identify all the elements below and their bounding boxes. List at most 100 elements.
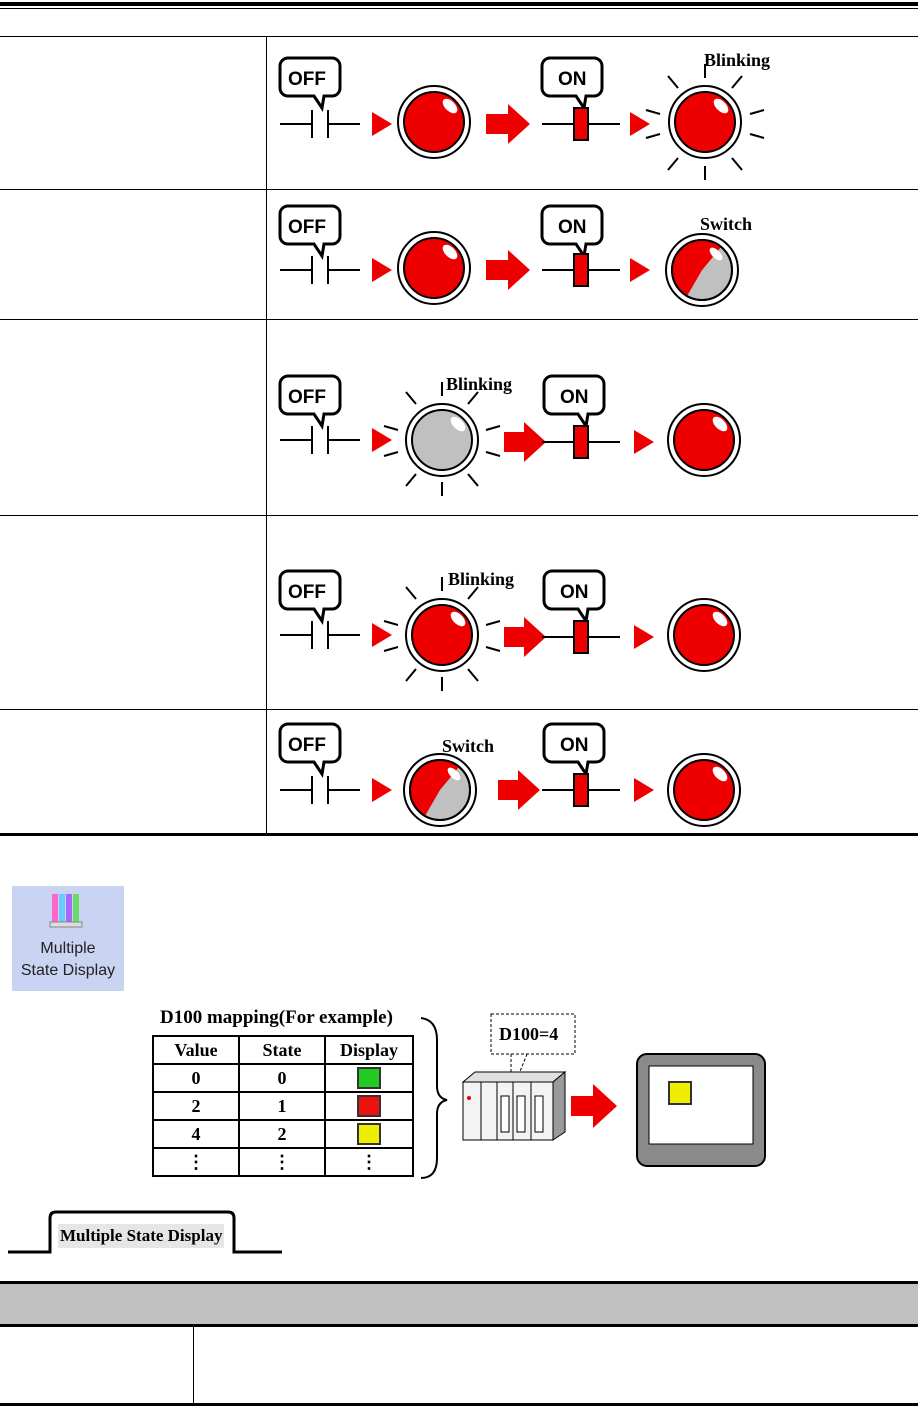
table-header-band — [0, 1284, 918, 1324]
on-bubble: ON — [540, 56, 604, 112]
cell-state: 1 — [238, 1091, 326, 1121]
off-label: OFF — [288, 735, 326, 756]
blink-rays — [645, 64, 765, 180]
off-bubble: OFF — [278, 56, 342, 112]
table-row: 0 0 — [152, 1063, 414, 1093]
on-bubble: ON — [542, 374, 606, 430]
header-display: Display — [324, 1035, 414, 1065]
small-arrow — [372, 623, 392, 647]
cell-value: 4 — [152, 1119, 240, 1149]
blink-rays — [383, 382, 501, 496]
plc-label-box — [490, 1013, 576, 1055]
lamp-red — [405, 598, 479, 672]
hmi-screen-icon — [636, 1053, 766, 1167]
lamp-red — [668, 85, 742, 159]
off-bubble: OFF — [278, 374, 342, 430]
table-column-divider — [193, 1327, 194, 1406]
lamp-red — [667, 598, 741, 672]
off-label: OFF — [288, 217, 326, 238]
cell-value: ⋮ — [152, 1147, 240, 1177]
big-arrow — [486, 250, 530, 290]
table-bottom-rule — [0, 1403, 918, 1406]
small-arrow — [630, 112, 650, 136]
icon-caption: Multiple State Display — [12, 938, 124, 982]
top-rule-thick — [0, 2, 918, 6]
on-label: ON — [558, 217, 587, 238]
small-arrow — [634, 778, 654, 802]
table-bottom-rule — [0, 833, 918, 836]
state-caption: Switch — [700, 214, 752, 234]
contact-open-symbol — [280, 110, 360, 138]
mapping-title: D100 mapping(For example) — [160, 1007, 393, 1028]
table-row: 2 1 — [152, 1091, 414, 1121]
lamp-row-1: OFF ON Blinking — [278, 50, 770, 180]
lamp-row-5: OFF Switch ON — [278, 722, 741, 827]
big-arrow — [486, 104, 530, 144]
cell-display — [324, 1091, 414, 1121]
row-divider — [0, 515, 918, 516]
table-header-row: Value State Display — [152, 1035, 414, 1065]
off-label: OFF — [288, 69, 326, 90]
big-arrow — [498, 770, 540, 810]
cell-display — [324, 1063, 414, 1093]
tab-multiple-state-display[interactable]: Multiple State Display — [58, 1224, 225, 1248]
contact-open-symbol — [280, 426, 360, 454]
small-arrow — [372, 778, 392, 802]
lamp-red — [667, 753, 741, 827]
header-state: State — [238, 1035, 326, 1065]
contact-open-symbol — [280, 776, 360, 804]
on-label: ON — [560, 735, 589, 756]
contact-closed-symbol — [542, 107, 620, 141]
cell-state: ⋮ — [238, 1147, 326, 1177]
row-divider — [0, 319, 918, 320]
table-row: 4 2 — [152, 1119, 414, 1149]
state-caption: Blinking — [448, 569, 514, 589]
lamp-row-4: OFF ON Blinking — [278, 569, 741, 691]
icon-caption-line2: State Display — [20, 962, 116, 979]
green-state-swatch — [357, 1067, 381, 1090]
contact-open-symbol — [280, 256, 360, 284]
header-value: Value — [152, 1035, 240, 1065]
lamp-switch — [403, 753, 477, 827]
band-bottom-rule — [0, 1324, 918, 1327]
lamp-red — [667, 403, 741, 477]
cell-display — [324, 1119, 414, 1149]
on-label: ON — [560, 582, 589, 603]
brace-icon — [420, 1017, 448, 1179]
multiple-state-display-icon — [49, 894, 83, 928]
off-bubble: OFF — [278, 204, 342, 260]
on-label: ON — [558, 69, 587, 90]
multiple-state-display-button[interactable]: Multiple State Display — [12, 886, 124, 991]
lamp-gray — [405, 403, 479, 477]
tab-outline — [8, 1210, 282, 1254]
big-arrow — [571, 1084, 617, 1128]
state-caption: Switch — [442, 736, 494, 756]
on-bubble: ON — [542, 722, 606, 778]
row-divider — [0, 36, 918, 37]
state-caption: Blinking — [446, 374, 512, 394]
row-divider — [0, 709, 918, 710]
plc-label: D100=4 — [499, 1024, 558, 1044]
contact-closed-symbol — [542, 773, 620, 807]
off-bubble: OFF — [278, 569, 342, 625]
cell-state: 0 — [238, 1063, 326, 1093]
red-state-swatch — [357, 1095, 381, 1118]
row-divider — [0, 189, 918, 190]
off-label: OFF — [288, 387, 326, 408]
contact-closed-symbol — [542, 620, 620, 654]
contact-closed-symbol — [542, 253, 620, 287]
small-arrow — [634, 625, 654, 649]
state-caption: Blinking — [704, 50, 770, 70]
small-arrow — [630, 258, 650, 282]
lamp-row-3: OFF ON Blinking — [278, 374, 741, 496]
blink-rays — [383, 577, 501, 691]
lamp-red — [397, 231, 471, 305]
table-row: ⋮ ⋮ ⋮ — [152, 1147, 414, 1177]
band-top-rule — [0, 1281, 918, 1284]
contact-closed-symbol — [542, 425, 620, 459]
cell-value: 2 — [152, 1091, 240, 1121]
lamp-switch — [665, 233, 739, 307]
table-column-divider — [266, 36, 267, 834]
yellow-state-swatch — [357, 1123, 381, 1146]
off-bubble: OFF — [278, 722, 342, 778]
